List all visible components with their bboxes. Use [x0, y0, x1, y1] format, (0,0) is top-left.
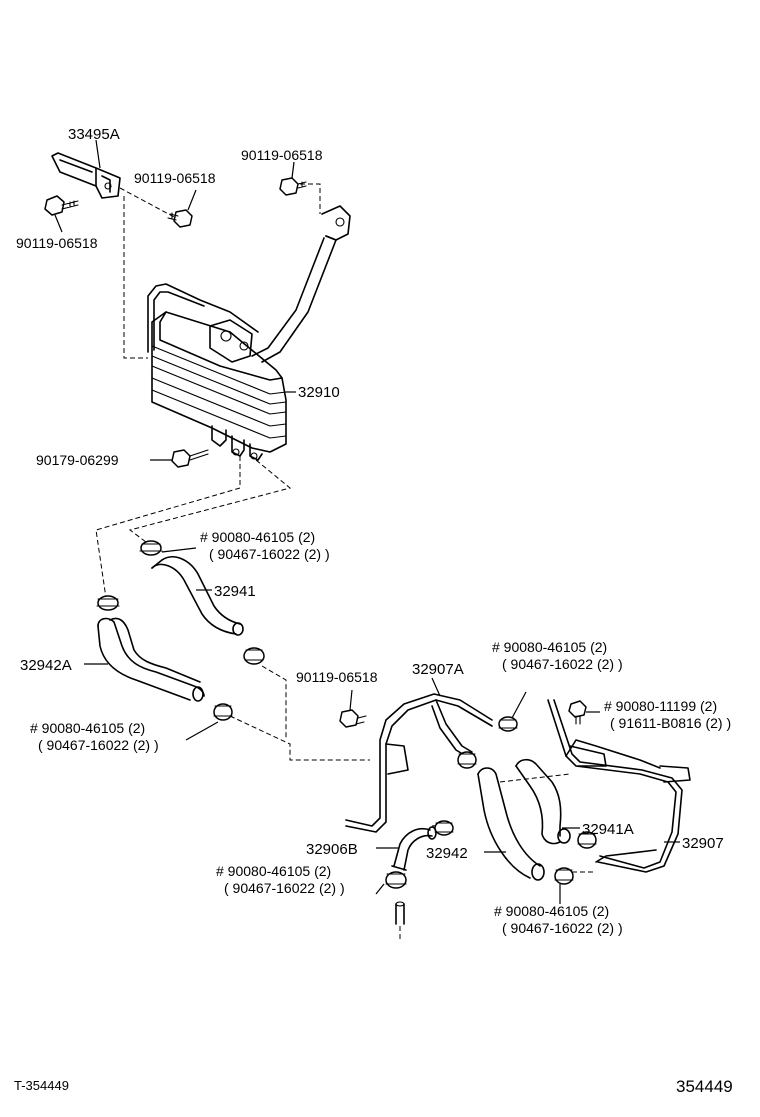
dash-line-2	[119, 187, 177, 219]
label-32941: 32941	[214, 583, 256, 600]
bolt-upper-mid-drawing	[167, 189, 197, 228]
label-bolt-mid: 90119-06518	[296, 669, 378, 685]
label-clamp-b-line1: # 90080-46105 (2)	[492, 639, 607, 655]
label-32907a: 32907A	[412, 661, 464, 678]
label-clamp-c-line2: ( 90467-16022 (2) )	[38, 737, 159, 753]
label-32942a: 32942A	[20, 657, 72, 674]
hose-32942a-drawing	[84, 617, 205, 702]
label-clamp-e-line2: ( 90467-16022 (2) )	[224, 880, 345, 896]
clamp-c-drawing	[96, 595, 120, 611]
dash-line-5	[128, 459, 292, 543]
hose-32942-drawing	[477, 767, 545, 881]
label-clamp-a-line2: ( 90467-16022 (2) )	[209, 546, 330, 562]
label-clamp-d-line2: ( 91611-B0816 (2) )	[610, 715, 731, 731]
footer-left-code: T-354449	[14, 1078, 69, 1093]
dash-line-1	[123, 196, 148, 359]
clamp-f-drawing	[498, 691, 527, 732]
label-clamp-f-line1: # 90080-46105 (2)	[494, 903, 609, 919]
label-clamp-b-line2: ( 90467-16022 (2) )	[502, 656, 623, 672]
label-32941a: 32941A	[582, 821, 634, 838]
clip-clamp-drawing	[568, 700, 600, 725]
label-32910: 32910	[298, 384, 340, 401]
pipe-32907-drawing	[547, 699, 691, 873]
label-32942: 32942	[426, 845, 468, 862]
hose-32941-drawing	[151, 556, 244, 636]
hose-32941a-drawing	[515, 758, 580, 845]
clamp-j-drawing	[375, 871, 407, 895]
label-33495a: 33495A	[68, 126, 120, 143]
bolt-cooler-drawing	[150, 449, 209, 468]
bolt-upper-left-drawing	[44, 195, 79, 233]
dash-line-7	[261, 665, 287, 740]
label-bolt-upper-left: 90119-06518	[16, 235, 98, 251]
pipe-32907a-drawing	[345, 677, 493, 833]
dash-line-9	[499, 773, 571, 783]
oil-cooler-32910-drawing	[147, 205, 351, 461]
label-bolt-cooler: 90179-06299	[36, 452, 119, 468]
bolt-mid-drawing	[339, 689, 367, 728]
clamp-h-drawing	[577, 831, 597, 849]
pipe-stub-drawing	[395, 901, 405, 940]
label-clamp-a-line1: # 90080-46105 (2)	[200, 529, 315, 545]
clamp-e-drawing	[457, 751, 477, 769]
bracket-33495a-drawing	[51, 139, 121, 199]
hose-32906b-drawing	[376, 826, 437, 871]
clamp-g-drawing	[554, 867, 574, 904]
dash-line-4	[95, 456, 241, 599]
label-clamp-f-line2: ( 90467-16022 (2) )	[502, 920, 623, 936]
clamp-a-drawing	[139, 540, 197, 556]
label-32906b: 32906B	[306, 841, 358, 858]
label-bolt-upper-mid: 90119-06518	[134, 170, 216, 186]
bolt-upper-right-drawing	[279, 161, 307, 196]
label-32907: 32907	[682, 835, 724, 852]
clamp-i-drawing	[434, 820, 454, 836]
clamp-b-small-drawing	[243, 647, 265, 665]
dash-line-6	[229, 715, 370, 761]
label-clamp-e-line1: # 90080-46105 (2)	[216, 863, 331, 879]
label-clamp-d-line1: # 90080-11199 (2)	[604, 698, 717, 714]
label-bolt-upper-right: 90119-06518	[241, 147, 323, 163]
label-clamp-c-line1: # 90080-46105 (2)	[30, 720, 145, 736]
dash-line-3	[300, 183, 321, 214]
footer-right-number: 354449	[676, 1077, 733, 1096]
clamp-d-drawing	[185, 703, 233, 741]
